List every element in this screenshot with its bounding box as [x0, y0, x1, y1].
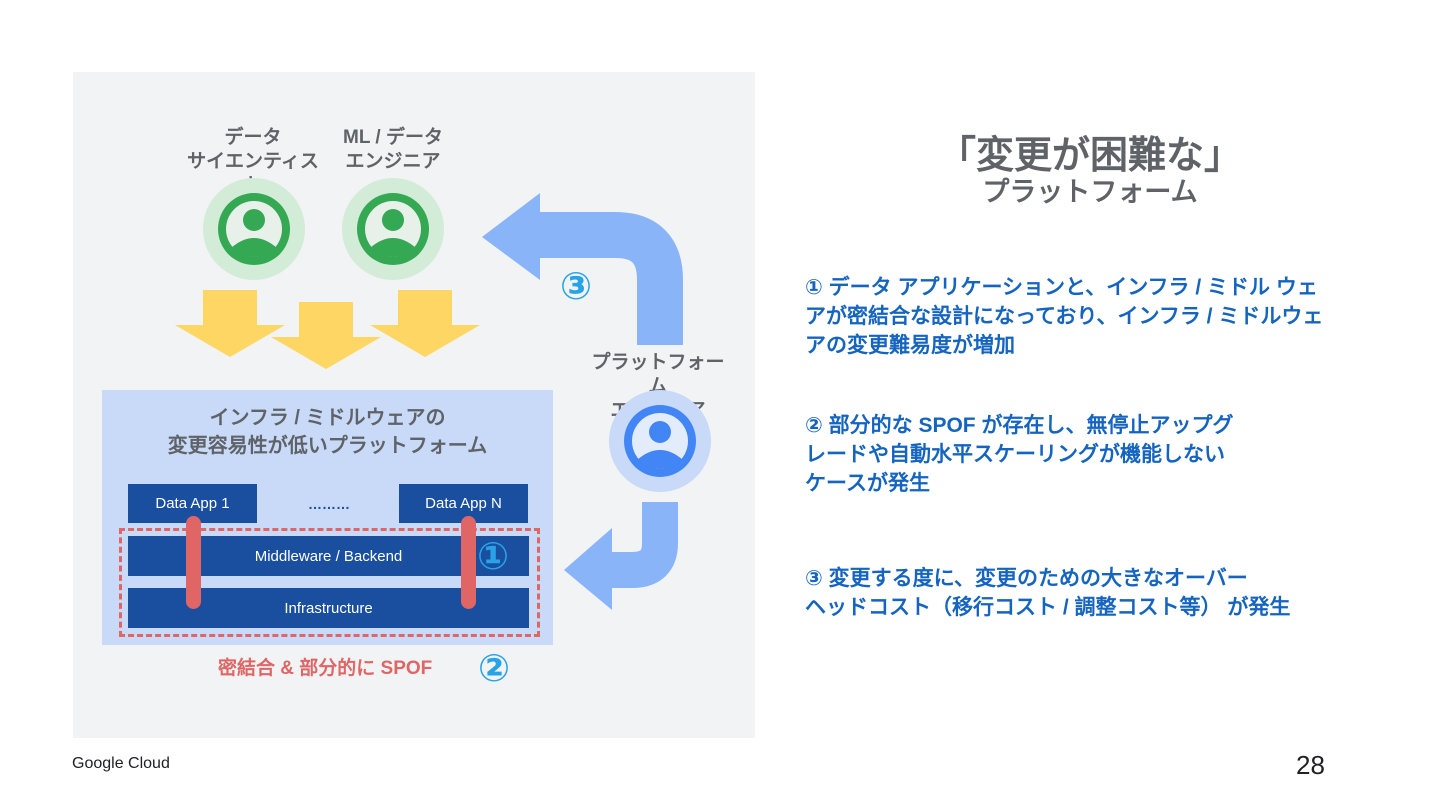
blue-change-arrow-bottom [564, 502, 678, 610]
coupling-spof-label: 密結合 & 部分的に SPOF [218, 658, 433, 679]
point-1: ① データ アプリケーションと、インフラ / ミドル ウェ アが密結合な設計にな… [805, 276, 1324, 357]
data-scientist-user-icon [203, 178, 305, 280]
footer-brand: Google Cloud [72, 755, 170, 772]
platform-engineer-user-icon [609, 390, 711, 492]
heading-line-1: 「変更が困難な」 [937, 135, 1242, 177]
point-2: ② 部分的な SPOF が存在し、無停止アップグ レードや自動水平スケーリングが… [805, 414, 1234, 495]
marker-3: ③ [560, 266, 593, 308]
data-scientist-label: データ サイエンティスト [187, 127, 319, 196]
coupling-pin-right [461, 516, 476, 609]
point-3: ③ 変更する度に、変更のための大きなオーバー ヘッドコスト（移行コスト / 調整… [805, 567, 1291, 619]
ml-engineer-user-icon [342, 178, 444, 280]
coupling-boundary [119, 528, 540, 637]
marker-2: ② [478, 648, 511, 690]
data-app-1: Data App 1 [128, 484, 257, 523]
page-number: 28 [1296, 750, 1325, 780]
blue-return-arrow-top [482, 193, 683, 345]
coupling-pin-left [186, 516, 201, 609]
yellow-arrow-center [271, 302, 381, 369]
ml-engineer-label: ML / データ エンジニア [343, 127, 443, 172]
marker-1: ① [477, 536, 510, 578]
yellow-arrow-right [370, 290, 480, 357]
platform-box-title: インフラ / ミドルウェアの 変更容易性が低いプラットフォーム [167, 407, 488, 457]
heading-line-2: プラットフォーム [982, 177, 1198, 207]
yellow-down-arrows [175, 290, 480, 369]
ellipsis: ……… [308, 496, 350, 512]
yellow-arrow-left [175, 290, 285, 357]
